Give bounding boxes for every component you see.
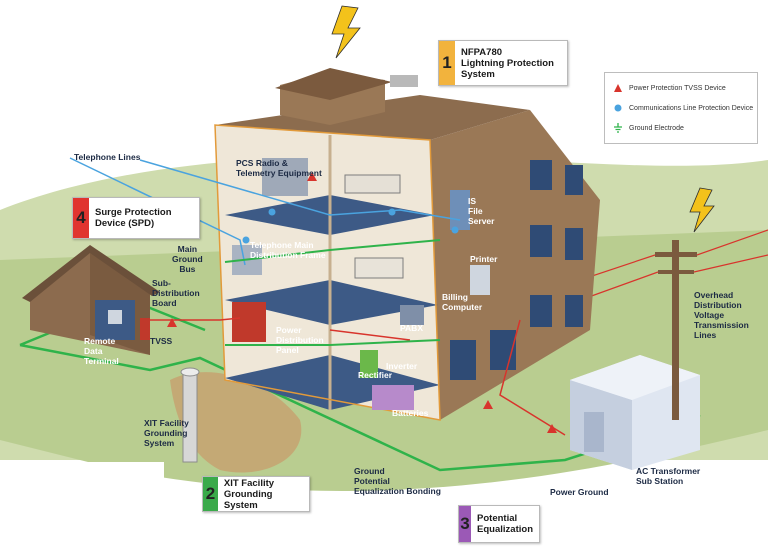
callout-text: Surge Protection Device (SPD) [95,207,172,229]
label-ground-bonding: Ground Potential Equalization Bonding [354,466,441,496]
label-is-file-server: IS File Server [468,196,495,226]
label-remote-terminal: Remote Data Terminal [84,336,119,366]
label-sub-board: Sub- Distribution Board [152,278,200,308]
comm-protection-marker [242,236,250,244]
label-main-ground-bus: Main Ground Bus [172,244,203,274]
tvss-marker [547,424,557,433]
legend-item: Communications Line Protection Device [613,103,753,113]
legend-item: Ground Electrode [613,123,684,133]
callout-grounding-system: 2 XIT Facility Grounding System [202,476,310,512]
callout-text: NFPA780 Lightning Protection System [461,46,554,80]
label-overhead: Overhead Distribution Voltage Transmissi… [694,290,749,340]
soil-patch [170,372,302,473]
callout-number: 2 [203,477,218,511]
legend-label: Power Protection TVSS Device [629,84,726,92]
callout-lightning-protection: 1 NFPA780 Lightning Protection System [438,40,568,86]
label-pabx: PABX [400,323,423,333]
triangle-icon [613,83,623,93]
label-rectifier: Rectifier [358,370,393,380]
tvss-marker [307,172,317,181]
legend-label: Communications Line Protection Device [629,104,754,112]
circle-icon [613,103,623,113]
comm-protection-marker [388,208,396,216]
label-inverter: Inverter [386,361,418,371]
label-power-ground: Power Ground [550,487,609,497]
label-telephone-lines: Telephone Lines [74,152,141,162]
label-billing: Billing Computer [442,292,483,312]
tvss-marker [483,400,493,409]
transformer-substation [570,355,700,470]
white-panel [14,462,164,560]
main-lightning-bolt [331,5,361,59]
label-power-panel: Power Distribution Panel [276,325,324,355]
callout-text: Potential Equalization [477,513,533,535]
callout-number: 3 [459,506,472,542]
comm-protection-marker [451,226,459,234]
comm-protection-marker [268,208,276,216]
power-line [150,317,566,436]
callout-potential-equalization: 3 Potential Equalization [458,505,540,543]
label-pcs-radio: PCS Radio & Telemetry Equipment [236,158,322,178]
remote-shed [22,245,160,355]
pole-lightning-bolt [689,187,715,233]
callout-number: 1 [439,41,455,85]
callout-text: XIT Facility Grounding System [223,477,275,511]
legend-item: Power Protection TVSS Device [613,83,726,93]
label-tvss: TVSS [150,336,173,346]
label-telephone-main: Telephone Main Distribution Frame [250,240,326,260]
telephone-line [69,157,461,266]
label-xit-system: XIT Facility Grounding System [144,418,189,448]
label-ac-transformer: AC Transformer Sub Station [636,466,701,486]
label-printer: Printer [470,254,498,264]
xit-ground-rod [180,367,200,463]
legend: Power Protection TVSS Device Communicati… [604,72,758,144]
label-batteries: Batteries [392,408,429,418]
callout-surge-protection: 4 Surge Protection Device (SPD) [72,197,200,239]
ground-icon [613,123,623,133]
ground-bonding-line [224,239,441,346]
tvss-marker [167,318,177,327]
callout-number: 4 [73,198,89,238]
legend-label: Ground Electrode [629,124,684,132]
